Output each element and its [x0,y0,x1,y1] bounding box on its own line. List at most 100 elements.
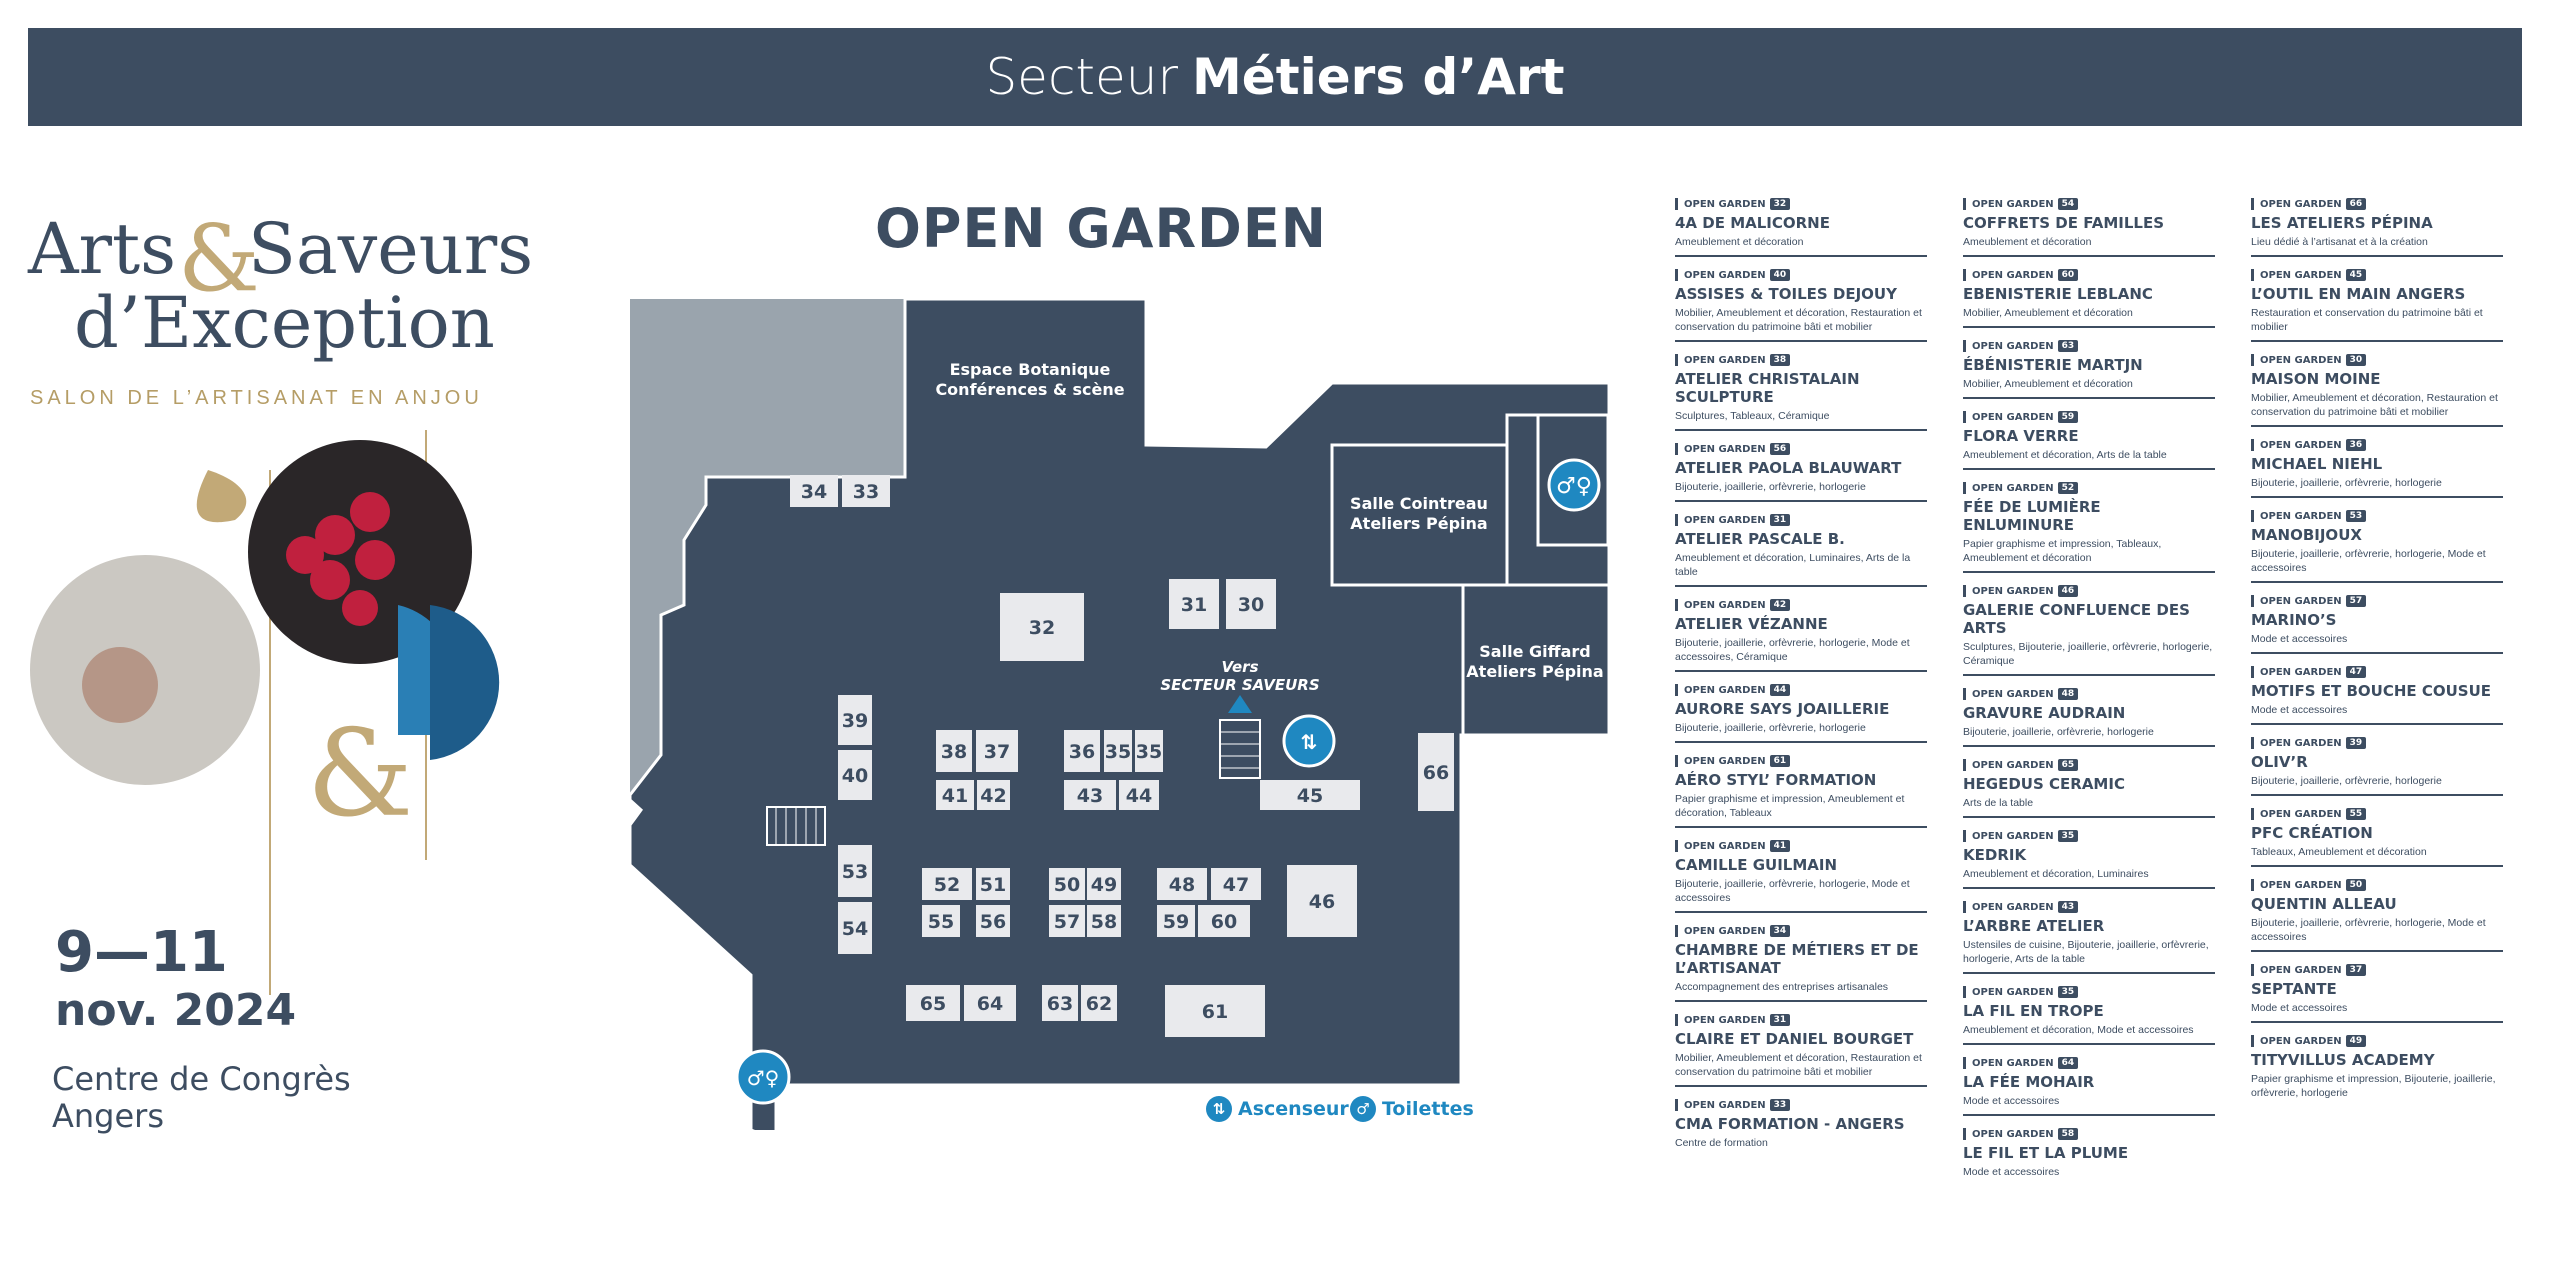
booth [1081,985,1117,1021]
booth-number: 47 [1223,874,1249,896]
exhibitor-name: LA FÉE MOHAIR [1963,1073,2095,1091]
tag-bar [1675,1099,1678,1111]
tag-label: OPEN GARDEN [2260,737,2342,749]
exhibitor-category: Papier graphisme et impression, Tableaux… [1963,538,2162,564]
exhibitor-category: Ameublement et décoration [1675,236,1804,248]
tag-label: OPEN GARDEN [1684,354,1766,366]
booth-number: 60 [1211,911,1237,933]
tag-label: OPEN GARDEN [2260,354,2342,366]
tag-label: OPEN GARDEN [1684,1099,1766,1111]
tag-label: OPEN GARDEN [2260,198,2342,210]
booth [838,845,872,897]
exhibitor-name: CLAIRE ET DANIEL BOURGET [1675,1030,1914,1048]
tag-label: OPEN GARDEN [1684,840,1766,852]
booth-number: 33 [853,481,879,503]
tag-label: OPEN GARDEN [1972,482,2054,494]
exhibitor-name: ASSISES & TOILES DEJOUY [1675,285,1897,303]
tag-bar [2251,879,2254,891]
exhibitor-name: CMA FORMATION - ANGERS [1675,1115,1905,1133]
exhibitor-name: GRAVURE AUDRAIN [1963,704,2126,722]
booth-number-badge: 30 [2345,354,2367,366]
tag-bar [1675,840,1678,852]
exhibitor-name: QUENTIN ALLEAU [2251,895,2397,913]
booth-number: 35 [1105,741,1131,763]
exhibitor-name: MARINO’S [2251,611,2337,629]
booth-number-badge: 47 [2345,666,2367,678]
artisan-collage-illustration: & [30,430,500,995]
exhibitor-category: Papier graphisme et impression, Bijouter… [2251,1073,2496,1099]
room-giffard-line1: Salle Giffard [1479,642,1590,661]
exhibitor-name: FÉE DE LUMIÈRE ENLUMINURE [1963,498,2101,534]
tag-bar [2251,269,2254,281]
booth [1260,780,1360,810]
exhibitor-category: Lieu dédié à l’artisanat et à la créatio… [2251,236,2428,248]
tag-label: OPEN GARDEN [1972,759,2054,771]
tag-bar [1963,759,1966,771]
venue-name: Centre de Congrès [52,1060,351,1098]
booth-number-badge: 39 [2345,737,2367,749]
booth-number-badge: 35 [2057,830,2079,842]
tag-bar [1963,901,1966,913]
exhibitor-category: Ustensiles de cuisine, Bijouterie, joail… [1963,939,2209,965]
booth-number: 62 [1086,993,1112,1015]
booth-number-badge: 43 [2057,901,2079,913]
exhibitor-name: HEGEDUS CERAMIC [1963,775,2125,793]
exhibitor-name: ÉBÉNISTERIE MARTJN [1963,356,2143,374]
tag-label: OPEN GARDEN [2260,510,2342,522]
booth-number-badge: 41 [1769,840,1791,852]
tag-bar [1675,269,1678,281]
tag-label: OPEN GARDEN [1972,1128,2054,1140]
booth-number-badge: 33 [1769,1099,1791,1111]
gray-zone [630,299,905,477]
exhibitor-name: GALERIE CONFLUENCE DES ARTS [1963,601,2190,637]
tag-label: OPEN GARDEN [1684,198,1766,210]
exhibitor-category: Mobilier, Ameublement et décoration, Res… [1675,1052,1922,1078]
tag-label: OPEN GARDEN [1972,901,2054,913]
booth-number: 30 [1238,594,1264,616]
booth [790,475,838,507]
room-cointreau-line2: Ateliers Pépina [1350,514,1487,533]
booth [1211,868,1261,900]
tag-bar [2251,198,2254,210]
booth-number-badge: 56 [1769,443,1791,455]
booth-number: 66 [1423,762,1449,784]
booth-number: 61 [1202,1001,1228,1023]
booth-number: 54 [842,918,868,940]
exhibitor-category: Ameublement et décoration, Arts de la ta… [1963,449,2167,461]
logo-ampersand: & [178,205,260,312]
booth-number: 65 [920,993,946,1015]
exhibitor-name: LES ATELIERS PÉPINA [2251,214,2433,232]
booth-number: 55 [928,911,954,933]
exhibitor-category: Bijouterie, joaillerie, orfèvrerie, horl… [2251,548,2486,574]
booth-number-badge: 52 [2057,482,2079,494]
tag-bar [2251,666,2254,678]
exhibitor-name: AÉRO STYL’ FORMATION [1675,771,1877,789]
tag-label: OPEN GARDEN [1972,198,2054,210]
tag-bar [2251,595,2254,607]
svg-text:♂♀: ♂♀ [1556,474,1592,499]
logo-tagline: SALON DE L’ARTISANAT EN ANJOU [30,387,483,409]
tag-bar [2251,737,2254,749]
tag-bar [1963,585,1966,597]
booth [1119,780,1159,810]
